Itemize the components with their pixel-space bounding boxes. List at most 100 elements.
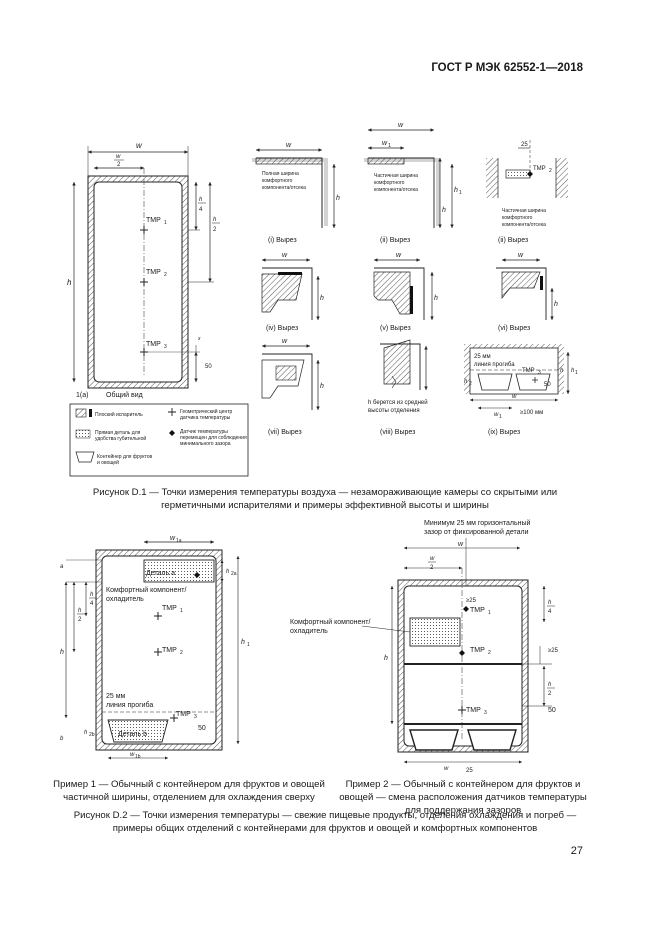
ex2-comfort-1: Комфортный компонент/ (290, 618, 370, 626)
legend-moved-2: перемещен для соблюдения (180, 435, 247, 441)
ex2-tmp3: TMP (466, 707, 481, 714)
sub-ix-h1-sub: 1 (575, 370, 578, 376)
ex1-h2-num: h (78, 608, 82, 614)
fig1-main-tmp2: TMP (146, 269, 161, 276)
fig1-sub-v: w h (v) Вырез (373, 252, 438, 332)
sub-ix-tmp: TMP (522, 368, 535, 374)
ex1-tmp2: TMP (162, 647, 177, 654)
fig1-main-two: 2 (117, 162, 121, 168)
sub-viii-label: (viii) Вырез (380, 429, 415, 436)
fig1-main-tmp3-sub: 3 (164, 344, 167, 350)
fig1-sub-ix: 25 мм линия прогиба TMP 3 50 h 2 h h 1 w… (464, 344, 578, 436)
sub-i-w: w (286, 142, 292, 149)
sub-ii-h1-sub: 1 (459, 190, 462, 196)
sub-vi-label: (vi) Вырез (498, 325, 530, 332)
ex2-note-2: зазор от фиксированной детали (424, 528, 529, 536)
sub-vii-w: w (282, 338, 288, 345)
ex2-h4-den: 4 (548, 609, 552, 615)
fig1-main-h: h (67, 278, 72, 287)
ex1-h1-sub: 1 (247, 642, 250, 648)
fig1-main-h4-num: h (199, 197, 203, 203)
sub-vii-h: h (320, 383, 324, 390)
fig1-sub-iv: w h (iv) Вырез (261, 252, 324, 332)
ex1-h2a: h (226, 569, 230, 575)
sub-vi-w: w (518, 252, 524, 259)
fig1-main-w: w (136, 141, 143, 150)
fig1-sub-i: w h Полная ширина комфортного компонента… (252, 142, 340, 244)
ex2-50: 50 (548, 707, 556, 714)
sub-iib-label: (ii) Вырез (498, 237, 528, 244)
ex1-w1a: w (170, 535, 176, 542)
ex2-h4-num: h (548, 600, 552, 606)
fig1-main-tmp3: TMP (146, 341, 161, 348)
ex1-h4-num: h (90, 592, 94, 598)
sub-ii-note-1: Частичная ширина (374, 173, 418, 179)
sub-ix-sag: линия прогиба (474, 362, 515, 368)
legend-moved-3: минимального зазора (180, 441, 231, 447)
ex1-tmp2-sub: 2 (180, 650, 183, 656)
sub-ix-ge100: ≥100 мм (520, 410, 543, 416)
fig1-sub-ii-b: 25 TMP 2 Частичная ширина комфортного ко… (486, 140, 568, 244)
ex1-a: a (60, 564, 64, 570)
ex2-note-1: Минимум 25 мм горизонтальный (424, 519, 531, 527)
ex1-detail-a: Деталь a (146, 570, 175, 577)
sub-ii-w1-sub: 1 (388, 143, 391, 149)
ex2-ge25-a: ≥25 (466, 598, 477, 604)
sub-ii-w: w (398, 122, 404, 129)
sub-ii-note-2: комфортного (374, 180, 405, 186)
legend-container-2: и овощей (97, 459, 119, 466)
ex2-w: w (458, 541, 464, 548)
sub-ix-w1-sub: 1 (499, 414, 502, 420)
sub-i-note-2: комфортного (262, 178, 293, 184)
ex1-h2a-sub: 2a (231, 571, 237, 577)
legend-flat-evaporator: Плоский испаритель (95, 411, 143, 418)
sub-ix-label: (ix) Вырез (488, 429, 520, 436)
fig1-sub-vii: w h (vii) Вырез (261, 338, 324, 436)
sub-iv-w: w (282, 252, 288, 259)
ex1-w1b-sub: 1b (135, 754, 141, 760)
ex2-tmp1-sub: 1 (488, 610, 491, 616)
legend-center-2: датчика температуры (180, 415, 231, 421)
ex2-h2-den: 2 (548, 691, 552, 697)
ex2-w-half: w (430, 556, 435, 562)
ex1-h: h (60, 649, 64, 656)
legend-container-1: Контейнер для фруктов (97, 453, 153, 460)
ex1-h2-den: 2 (78, 617, 82, 623)
sub-ix-25mm: 25 мм (474, 354, 491, 360)
sub-ii-w1: w (382, 140, 388, 147)
fig1-sub-viii: h берется из средней высоты отделения (v… (368, 339, 428, 436)
fig2-example-2: Минимум 25 мм горизонтальный зазор от фи… (290, 519, 559, 774)
sub-v-h: h (434, 295, 438, 302)
page-header: ГОСТ Р МЭК 62552-1—2018 (431, 62, 583, 74)
legend-straight-part-2: удобства губительной (95, 435, 146, 442)
ex1-comfort-2: охладитель (106, 596, 144, 603)
sub-iib-note-1: Частичная ширина (502, 208, 546, 214)
fig2-example-1: w 1a Деталь a h 2a a Комфортный компонен… (60, 535, 250, 760)
sub-v-w: w (396, 252, 402, 259)
fig1-main-h2-num: h (213, 217, 217, 223)
ex2-comfort-2: охладитель (290, 628, 328, 635)
sub-vii-label: (vii) Вырез (268, 429, 302, 436)
ex1-detail-b: Деталь b (118, 731, 147, 738)
sub-iib-tmp: TMP (533, 166, 546, 172)
ex1-caption: Пример 1 — Обычный с контейнером для фру… (53, 779, 325, 803)
sub-ii-h1: h (454, 187, 458, 194)
fig1-main-view: w w 2 h h 4 h 2 x 50 TMP 1 TMP 2 TMP 3 (67, 141, 220, 399)
legend-center-1: Геометрический центр (180, 408, 233, 415)
ex1-tmp1-sub: 1 (180, 608, 183, 614)
sub-ix-h1: h (571, 368, 575, 374)
fig1-main-50: 50 (205, 364, 212, 370)
fig1-main-tmp2-sub: 2 (164, 272, 167, 278)
ex2-tmp1: TMP (470, 607, 485, 614)
ex1-w1a-sub: 1a (176, 538, 182, 544)
sub-v-label: (v) Вырез (380, 325, 411, 332)
ex2-tmp2: TMP (470, 647, 485, 654)
sub-ix-50: 50 (544, 382, 551, 388)
sub-ix-h2-sub: 2 (469, 381, 472, 387)
sub-iib-tmp-sub: 2 (549, 168, 552, 174)
sub-viii-note-1: h берется из средней (368, 399, 428, 406)
sub-ii-label: (ii) Вырез (380, 237, 410, 244)
sub-ii-note-3: компонента/отсека (374, 187, 418, 193)
fig1-main-tmp1-sub: 1 (164, 220, 167, 226)
